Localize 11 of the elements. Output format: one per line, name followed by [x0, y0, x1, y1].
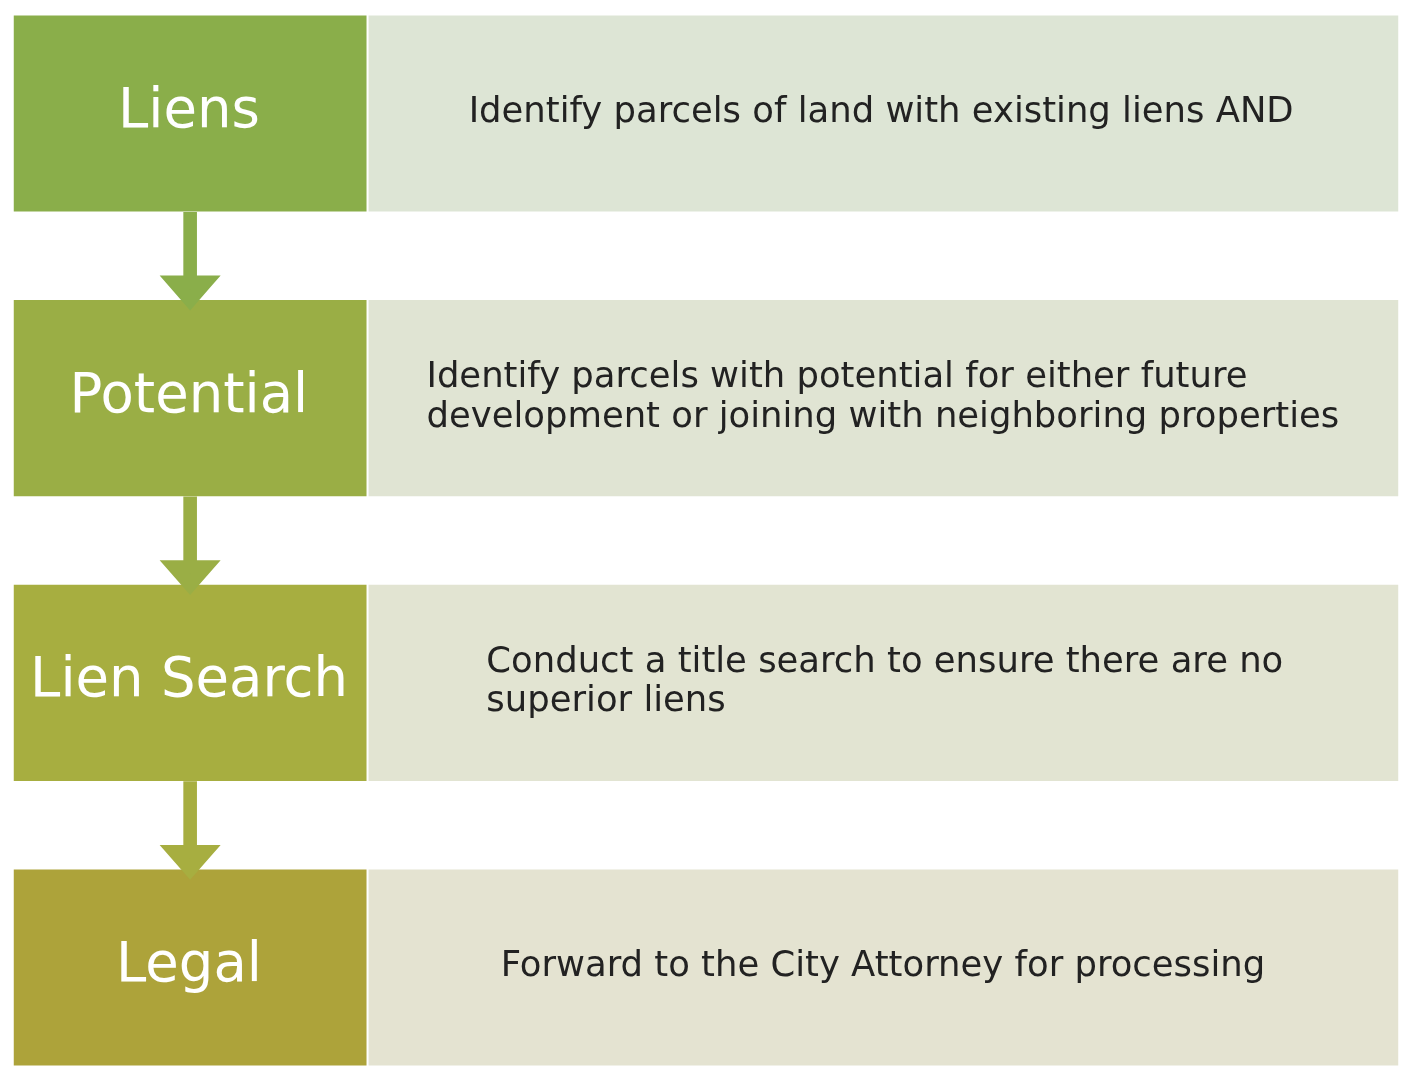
node-box: Lien Search: [13, 584, 367, 781]
node-box: Potential: [13, 299, 367, 496]
node-box: Identify parcels with potential for either future development or joining with neighboring properties: [368, 299, 1399, 496]
node-box: Conduct a title search to ensure there are no superior liens: [368, 584, 1399, 781]
node-box: Forward to the City Attorney for processing: [368, 868, 1399, 1066]
arrow: [159, 780, 221, 880]
node-box: Liens: [13, 14, 367, 212]
arrow: [159, 496, 221, 595]
node-box: Identify parcels of land with existing liens AND: [368, 14, 1399, 212]
node-box: Legal: [13, 868, 367, 1066]
arrow: [159, 211, 221, 310]
